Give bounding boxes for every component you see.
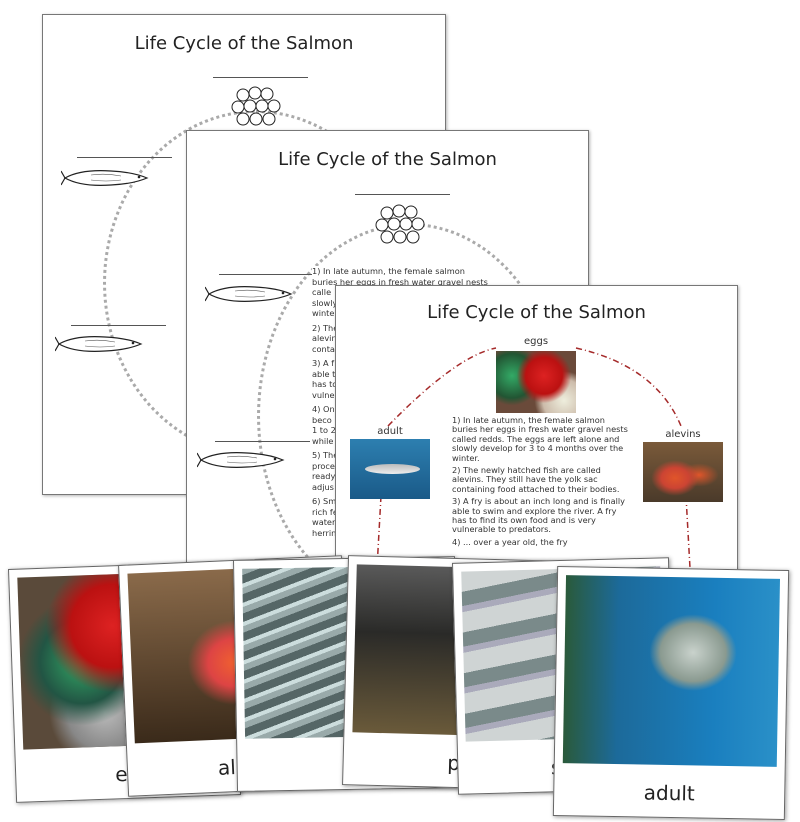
text-line: able t [312, 368, 336, 379]
paragraph: 4) ... over a year old, the fry [452, 536, 568, 547]
answer-blank [215, 441, 310, 442]
picture-card-adult[interactable]: adult [552, 565, 790, 821]
answer-blank [355, 194, 450, 195]
text-line: 3) A f [312, 358, 335, 368]
fish-drawing [197, 449, 287, 471]
text-line: slowly [312, 297, 338, 308]
text-line: adjus [312, 481, 334, 492]
paragraph: 2) The newly hatched fish are called ale… [452, 465, 620, 494]
fish-drawing [55, 333, 145, 355]
answer-blank [213, 77, 308, 78]
text-line: water [312, 517, 336, 527]
text-line: calle [312, 287, 332, 297]
text-line: has to [312, 379, 338, 389]
answer-blank [77, 157, 172, 158]
text-line: 6) Sm [312, 496, 337, 506]
paragraph: 1) In late autumn, the female salmon bur… [452, 415, 628, 463]
answer-blank [219, 274, 314, 275]
text-line: conta [312, 343, 335, 354]
label-adult: adult [377, 426, 403, 437]
text-line: alevin [312, 333, 337, 343]
text-line: 1 to 2 [312, 425, 336, 435]
label-alevins: alevins [665, 429, 701, 440]
text-line: rich fe [312, 506, 338, 517]
eggs-drawing [229, 85, 285, 131]
sheet-title: Life Cycle of the Salmon [134, 33, 354, 54]
label-eggs: eggs [523, 336, 549, 347]
description-text: 1) In late autumn, the female salmon bur… [452, 415, 628, 550]
paragraph: 3) A fry is about an inch long and is fi… [452, 496, 626, 535]
text-line: 1) In late autumn, the female salmon [312, 266, 465, 276]
fish-drawing [205, 283, 295, 305]
text-line: proce [312, 460, 335, 471]
answer-blank [71, 325, 166, 326]
text-line: 4) On [312, 404, 335, 414]
adult-photo [350, 439, 430, 499]
text-line: 2) The [312, 322, 339, 333]
text-line: vulne [312, 389, 335, 400]
text-line: beco [312, 414, 332, 425]
adult-photo [562, 575, 781, 767]
text-line: herrin [312, 527, 337, 538]
card-label: adult [643, 780, 695, 806]
text-line: winte [312, 308, 335, 318]
text-line: buries her eggs in fresh water gravel ne… [312, 276, 488, 287]
text-line: 5) The [312, 450, 339, 460]
worksheet-front: Life Cycle of the Salmon eggs adult alev… [335, 285, 738, 607]
alevins-photo [643, 442, 723, 502]
text-line: ready [312, 471, 336, 481]
sheet-title: Life Cycle of the Salmon [278, 149, 497, 170]
sheet-title: Life Cycle of the Salmon [427, 302, 646, 323]
eggs-photo [496, 351, 576, 413]
text-line: while [312, 435, 334, 446]
fish-drawing [61, 167, 151, 189]
eggs-drawing [373, 203, 429, 249]
cycle-line [375, 347, 692, 587]
